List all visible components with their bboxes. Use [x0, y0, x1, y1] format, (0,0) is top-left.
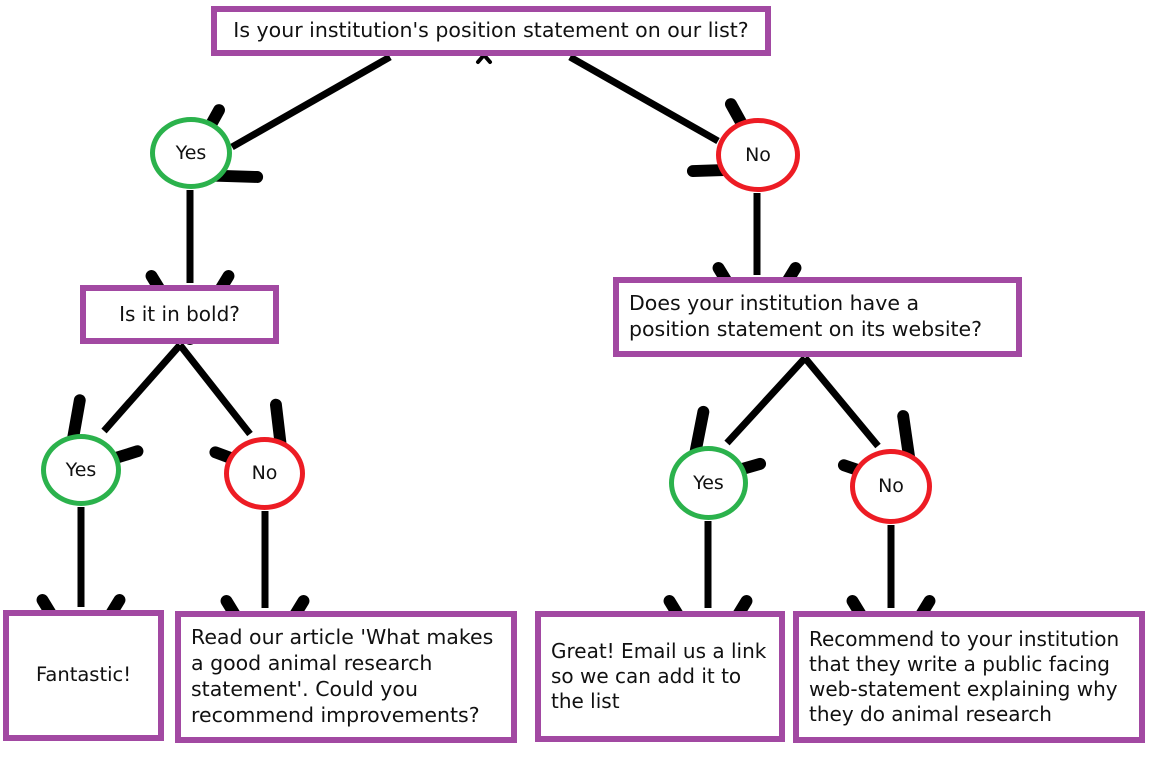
node-root-no-label: No [745, 143, 771, 166]
node-website-question[interactable]: Does your institution have a position st… [613, 277, 1022, 357]
node-outcome-recommend-label: Recommend to your institution that they … [809, 626, 1120, 727]
node-root-yes[interactable]: Yes [150, 117, 232, 189]
node-bold-no[interactable]: No [224, 437, 305, 510]
edge-root-to-no [568, 53, 773, 177]
node-outcome-great-email[interactable]: Great! Email us a link so we can add it … [535, 611, 785, 742]
node-outcome-read-article[interactable]: Read our article 'What makes a good anim… [175, 611, 517, 743]
node-outcome-fantastic[interactable]: Fantastic! [3, 610, 164, 741]
edge-root-tick [476, 53, 492, 64]
edge-root-to-yes [177, 53, 392, 183]
node-bold-yes-label: Yes [65, 458, 97, 481]
node-website-question-label: Does your institution have a position st… [629, 291, 983, 341]
node-website-yes[interactable]: Yes [669, 446, 748, 520]
node-bold-question[interactable]: Is it in bold? [80, 285, 279, 344]
node-root-no[interactable]: No [716, 118, 800, 192]
node-outcome-read-article-label: Read our article 'What makes a good anim… [191, 625, 494, 727]
node-website-no[interactable]: No [850, 449, 932, 524]
node-root-question[interactable]: Is your institution's position statement… [211, 6, 771, 56]
node-outcome-recommend[interactable]: Recommend to your institution that they … [793, 611, 1145, 743]
node-website-no-label: No [878, 475, 904, 497]
node-bold-no-label: No [251, 462, 278, 484]
node-website-yes-label: Yes [693, 471, 724, 494]
node-outcome-great-email-label: Great! Email us a link so we can add it … [551, 638, 767, 714]
edge-website-to-yes [683, 355, 808, 491]
edge-bold-to-yes [60, 342, 183, 479]
node-root-yes-label: Yes [175, 141, 207, 164]
node-bold-question-label: Is it in bold? [119, 301, 240, 326]
node-outcome-fantastic-label: Fantastic! [35, 663, 132, 687]
node-bold-yes[interactable]: Yes [41, 434, 121, 506]
edge-bold-to-no [177, 342, 291, 484]
node-root-question-label: Is your institution's position statement… [233, 18, 749, 43]
edge-website-to-no [802, 355, 920, 496]
